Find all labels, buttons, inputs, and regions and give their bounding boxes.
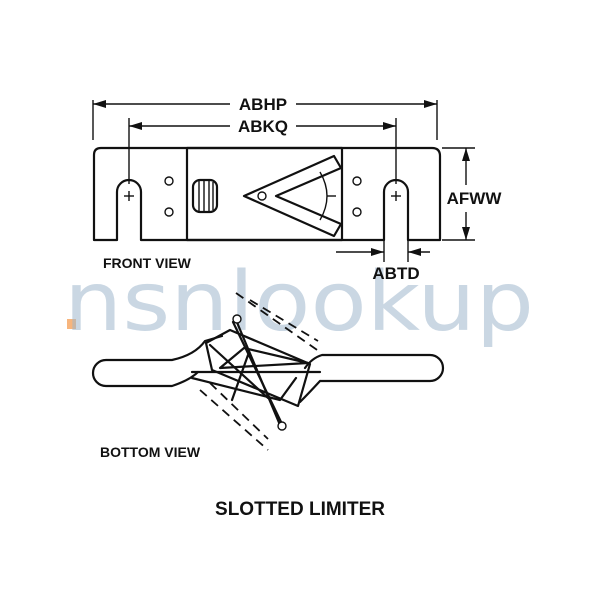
v-spring: [242, 154, 343, 238]
bottom-view: [91, 292, 445, 451]
dim-label-afww: AFWW: [447, 189, 503, 208]
front-view-label: FRONT VIEW: [103, 255, 192, 271]
labels: ABHP ABKQ AFWW ABTD FRONT VIEW BOTTOM VI…: [100, 95, 502, 520]
diagram-title: SLOTTED LIMITER: [215, 499, 385, 520]
dim-label-abkq: ABKQ: [238, 117, 288, 136]
front-view-center-block: [185, 146, 344, 242]
front-view: [92, 146, 442, 242]
crossing-arm-b: [231, 320, 284, 426]
bottom-view-label: BOTTOM VIEW: [100, 444, 201, 460]
bottom-view-rod: [91, 334, 445, 404]
dim-label-abhp: ABHP: [239, 95, 287, 114]
watermark: nsnlookup: [64, 255, 534, 350]
knurled-knob: [191, 178, 219, 214]
front-view-body: [92, 146, 442, 242]
dimension-lines: [92, 100, 475, 262]
watermark-dot: [67, 319, 76, 329]
watermark-text: nsnlookup: [64, 255, 534, 350]
dim-label-abtd: ABTD: [372, 264, 419, 283]
